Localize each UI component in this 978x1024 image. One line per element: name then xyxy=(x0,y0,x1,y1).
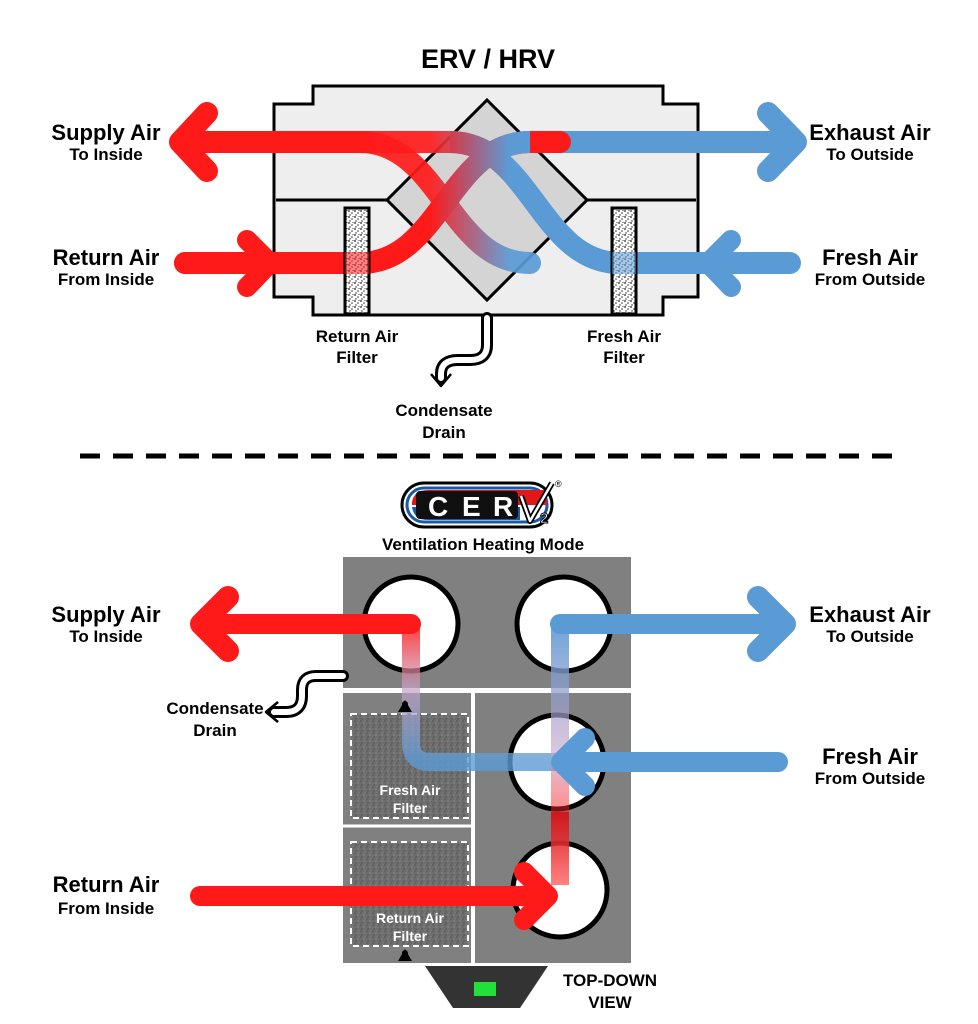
cerv-exhaust-sublabel: To Outside xyxy=(826,627,914,646)
cerv-logo-letter-r: R xyxy=(493,491,513,522)
cerv-logo-letter-c: C xyxy=(428,491,448,522)
cerv-supply-label: Supply Air xyxy=(51,602,161,627)
cerv-return-filter-label-1: Return Air xyxy=(376,910,444,926)
cerv-drain-label-1: Condensate xyxy=(166,699,263,718)
cerv-logo: C E R 2 ® xyxy=(400,479,562,529)
cerv-view-label-1: TOP-DOWN xyxy=(563,971,657,990)
cerv-drain-pipe xyxy=(268,670,349,718)
erv-fresh-sublabel: From Outside xyxy=(815,270,926,289)
erv-return-filter-label-2: Filter xyxy=(336,348,378,367)
cerv-return-label: Return Air xyxy=(53,872,160,897)
cerv-drain-arrowhead xyxy=(264,701,279,723)
cerv-status-indicator xyxy=(474,982,496,996)
cerv-return-filter-label-2: Filter xyxy=(393,928,428,944)
cerv-supply-arrowhead xyxy=(190,586,239,662)
cerv-return-sublabel: From Inside xyxy=(58,899,154,918)
erv-exhaust-sublabel: To Outside xyxy=(826,145,914,164)
erv-drain-label-1: Condensate xyxy=(395,401,492,420)
erv-return-filter-label-1: Return Air xyxy=(316,327,399,346)
erv-supply-arrowhead xyxy=(169,102,218,182)
erv-drain-pipe xyxy=(435,312,493,384)
cerv-fresh-sublabel: From Outside xyxy=(815,769,926,788)
erv-return-sublabel: From Inside xyxy=(58,270,154,289)
erv-drain-arrowhead xyxy=(430,373,452,388)
cerv-fresh-filter-label-1: Fresh Air xyxy=(380,782,441,798)
erv-supply-label: Supply Air xyxy=(51,120,161,145)
cerv-exhaust-arrowhead xyxy=(747,586,796,662)
cerv-logo-suffix: 2 xyxy=(540,510,548,527)
cerv-supply-sublabel: To Inside xyxy=(69,627,142,646)
erv-supply-sublabel: To Inside xyxy=(69,145,142,164)
erv-fresh-label: Fresh Air xyxy=(822,245,918,270)
cerv-fresh-filter-label-2: Filter xyxy=(393,800,428,816)
cerv-return-arrowhead xyxy=(514,862,558,930)
erv-fresh-filter-label-2: Filter xyxy=(603,348,645,367)
cerv-fresh-arrowhead xyxy=(551,728,595,796)
cerv-fresh-internal-stream xyxy=(402,625,560,771)
cerv-view-label-2: VIEW xyxy=(588,993,632,1012)
cerv-drain-label-2: Drain xyxy=(193,721,236,740)
cerv-logo-registered: ® xyxy=(555,479,562,489)
cerv-exhaust-label: Exhaust Air xyxy=(809,602,931,627)
erv-exhaust-arrowhead xyxy=(757,102,807,182)
erv-return-label: Return Air xyxy=(53,245,160,270)
cerv-fresh-label: Fresh Air xyxy=(822,744,918,769)
erv-drain-label-2: Drain xyxy=(422,423,465,442)
cerv-mode-label: Ventilation Heating Mode xyxy=(382,535,584,554)
erv-fresh-filter-label-1: Fresh Air xyxy=(587,327,661,346)
erv-title: ERV / HRV xyxy=(421,44,555,74)
cerv-logo-letter-e: E xyxy=(462,491,481,522)
erv-exhaust-label: Exhaust Air xyxy=(809,120,931,145)
